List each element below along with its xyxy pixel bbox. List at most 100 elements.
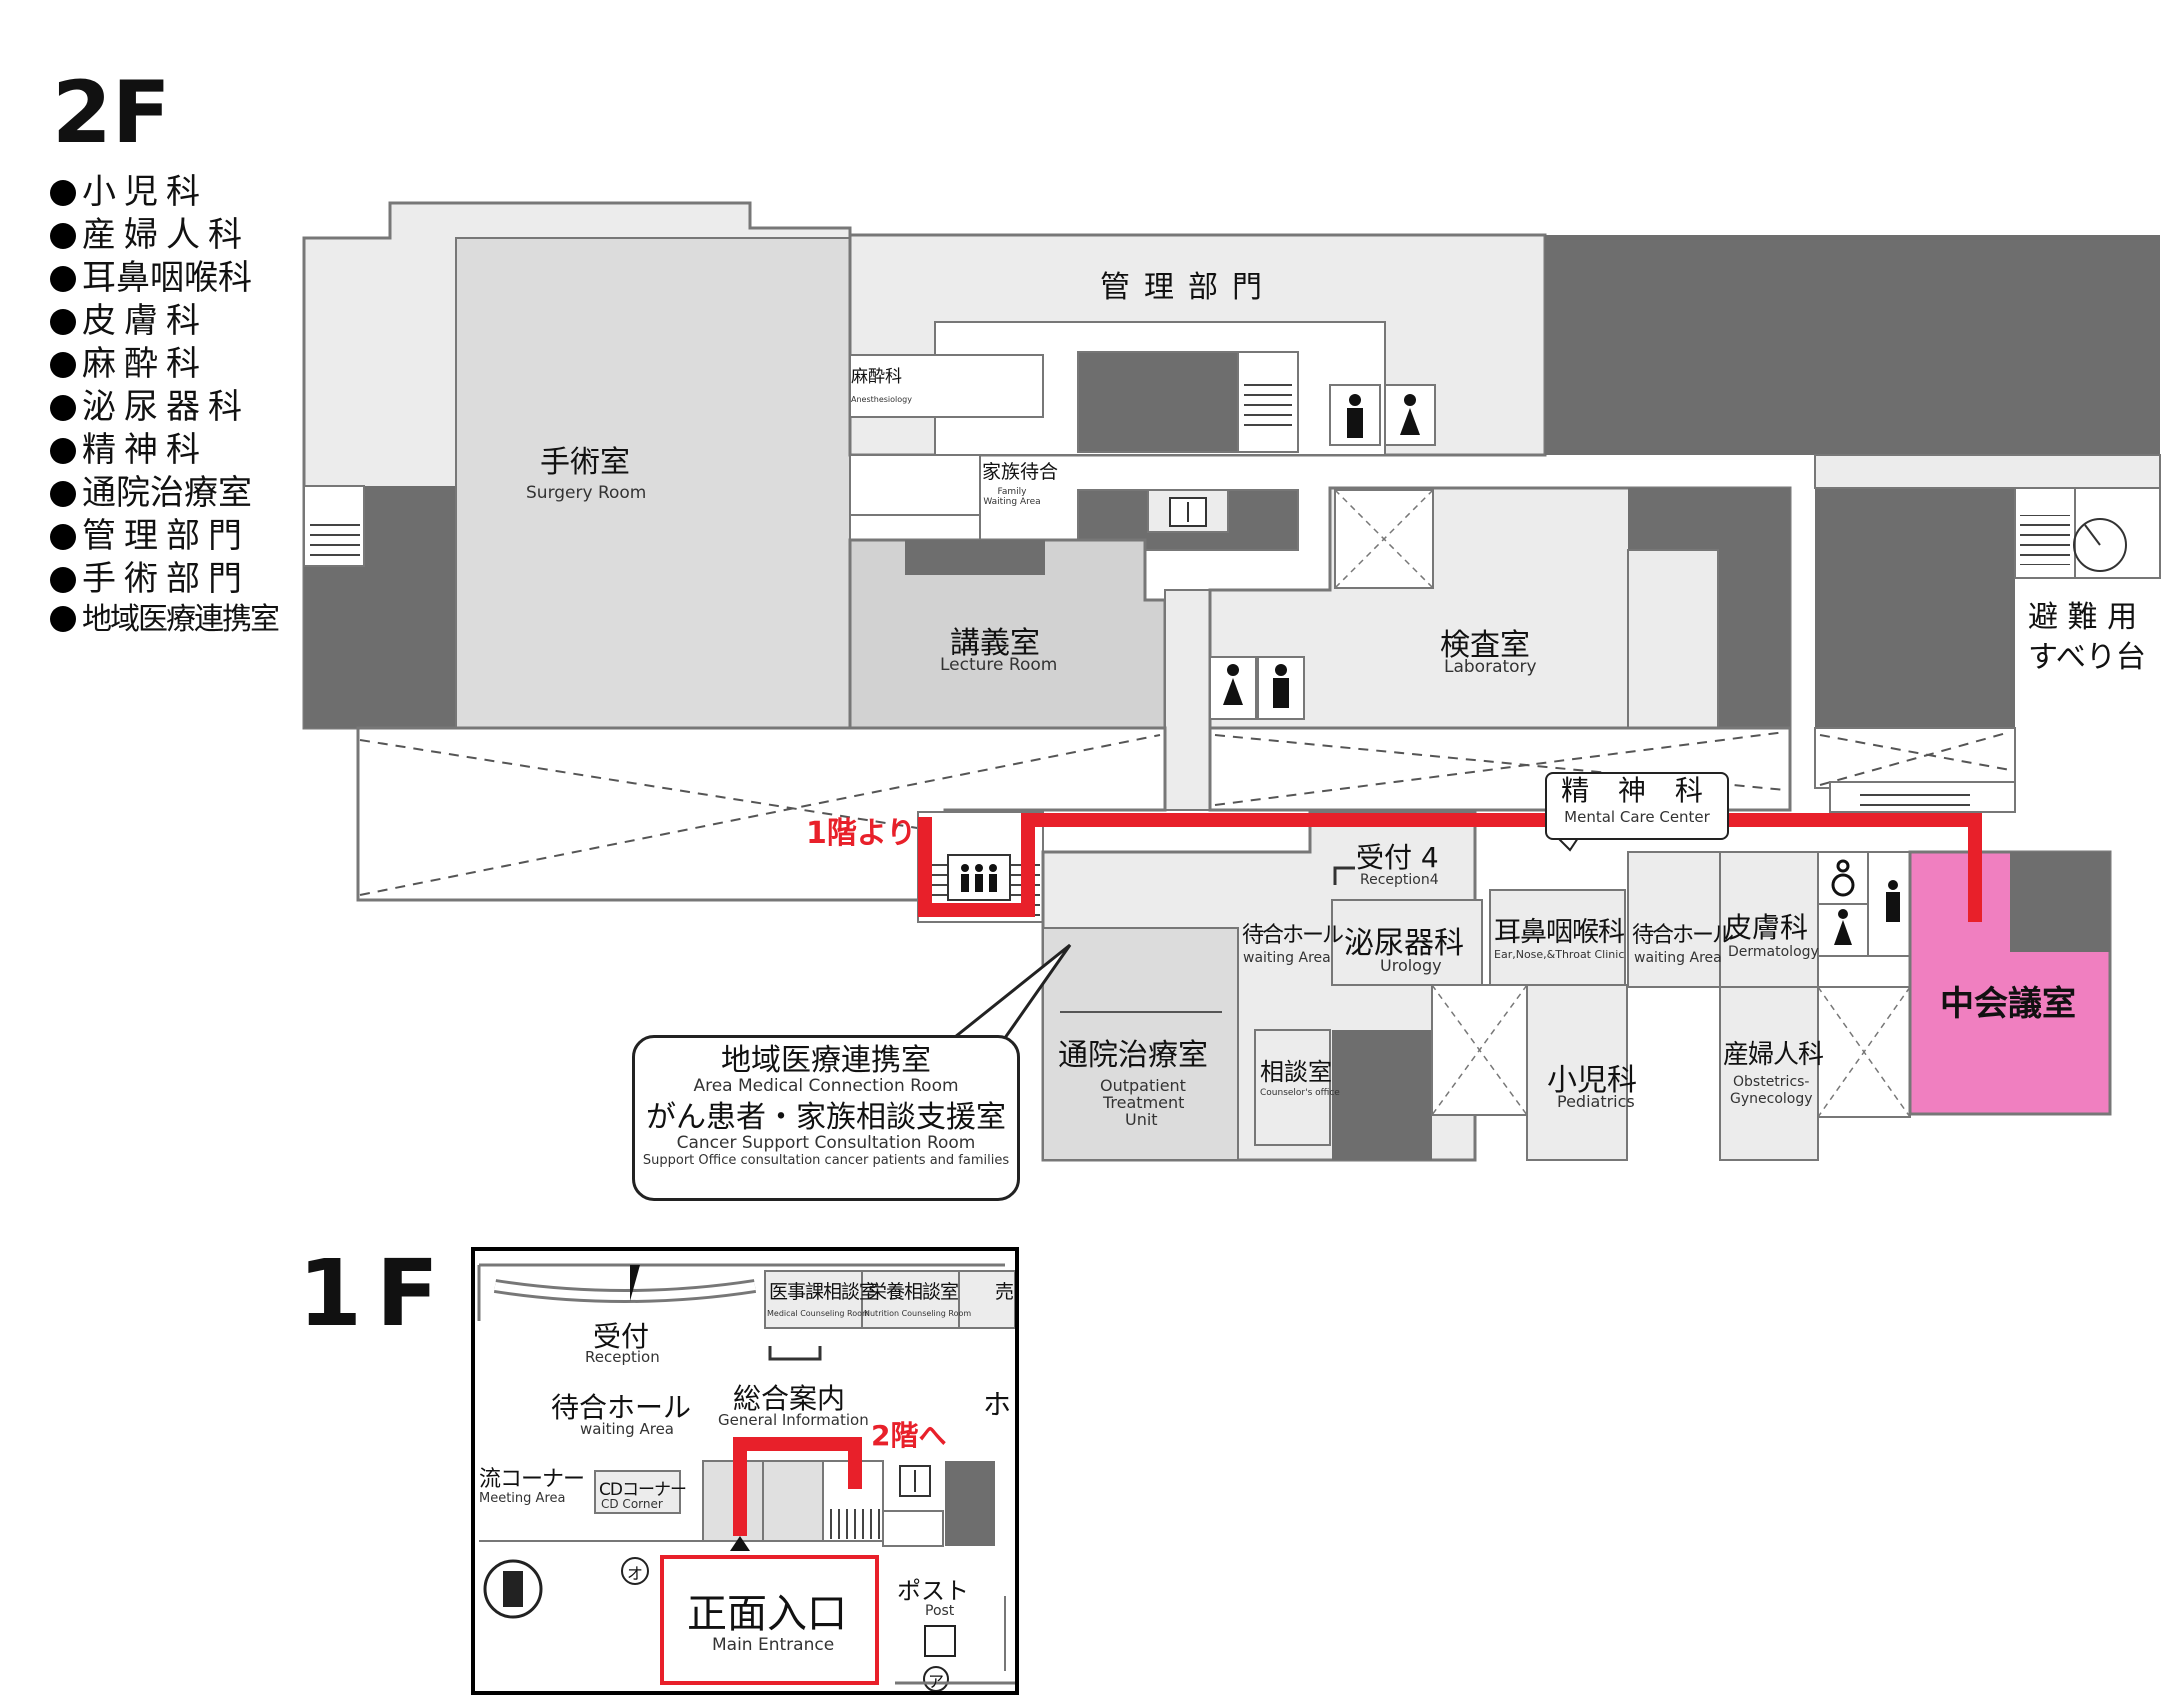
- waiting-area-2-en: waiting Area: [1634, 950, 1722, 966]
- legend-item: 手術部門: [50, 551, 250, 600]
- medical-counseling-label: 医事課相談室: [769, 1281, 878, 1303]
- obgyn-en-1: Obstetrics-: [1733, 1074, 1810, 1090]
- east-tower: [1814, 454, 2161, 728]
- area-medical-en: Area Medical Connection Room: [693, 1076, 959, 1096]
- bullet-icon: [50, 481, 76, 507]
- dermatology-label: 皮膚科: [1724, 911, 1809, 944]
- outpatient-en-3: Unit: [1125, 1110, 1158, 1129]
- counseling-label: 相談室: [1260, 1058, 1332, 1086]
- waiting-area-en: waiting Area: [1243, 950, 1331, 966]
- counseling-en: Counselor's office: [1260, 1088, 1340, 1098]
- to-2f-label: 2階へ: [871, 1419, 947, 1452]
- outpatient-en-1: Outpatient: [1100, 1076, 1186, 1095]
- meeting-room-label: 中会議室: [1940, 984, 2076, 1024]
- support-office-en: Support Office consultation cancer patie…: [642, 1153, 1010, 1168]
- cd-corner-en: CD Corner: [601, 1497, 663, 1511]
- bullet-icon: [50, 223, 76, 249]
- ent-label: 耳鼻咽喉科: [1494, 917, 1625, 948]
- bullet-icon: [50, 395, 76, 421]
- atrium-void: [356, 726, 2016, 902]
- area-medical-label: 地域医療連携室: [721, 1043, 931, 1078]
- urology-room: [1331, 899, 1483, 986]
- cd-corner-label: CDコーナー: [599, 1480, 687, 1500]
- ent-room: [1489, 889, 1626, 986]
- nutrition-counseling-room: [861, 1270, 960, 1329]
- entrance-arrow-icon: [730, 1536, 750, 1551]
- lecture-room-en: Lecture Room: [940, 655, 1058, 675]
- bullet-icon: [50, 606, 76, 632]
- anesthesia-en: Anesthesiology: [851, 395, 912, 404]
- main-entrance-label: 正面入口: [687, 1591, 847, 1637]
- medical-counseling-en: Medical Counseling Room: [767, 1309, 870, 1318]
- surgery-room-en: Surgery Room: [526, 483, 647, 503]
- waiting-area-2-label: 待合ホール: [1632, 923, 1734, 948]
- general-info-en: General Information: [718, 1411, 869, 1429]
- legend-item: 通院治療室: [50, 465, 252, 514]
- mark-a-icon: [923, 1666, 949, 1691]
- laboratory: [1208, 486, 1792, 730]
- surgery-room-label: 手術室: [540, 445, 630, 480]
- legend-item: 皮膚科: [50, 293, 208, 342]
- admin-label: 管理部門: [1100, 270, 1276, 305]
- laboratory-en: Laboratory: [1444, 657, 1537, 677]
- floor-2f-label: 2F: [52, 63, 171, 163]
- mental-care-en: Mental Care Center: [1564, 808, 1710, 826]
- lecture-room-label: 講義室: [950, 626, 1040, 661]
- outpatient-wing: [1041, 781, 2016, 1162]
- pediatrics-label: 小児科: [1547, 1063, 1637, 1098]
- floor-1f-plan: [477, 1263, 1015, 1691]
- reception4-en: Reception4: [1360, 872, 1439, 888]
- obgyn-room: [1719, 986, 1819, 1161]
- legend-item: 小児科: [50, 164, 208, 213]
- reception-en: Reception: [585, 1348, 660, 1366]
- partial-ho-label: ホ: [983, 1388, 1012, 1421]
- legend-item: 管理部門: [50, 508, 250, 557]
- reception-label: 受付: [593, 1320, 650, 1353]
- legend-item: 精神科: [50, 422, 208, 471]
- laboratory-label: 検査室: [1440, 628, 1530, 663]
- surgery-block: [302, 201, 852, 730]
- mailbox-icon: [924, 1625, 956, 1657]
- waiting-area-1f-en: waiting Area: [580, 1420, 674, 1438]
- outpatient-en-2: Treatment: [1103, 1093, 1185, 1112]
- obgyn-en-2: Gynecology: [1730, 1091, 1813, 1107]
- bullet-icon: [50, 266, 76, 292]
- main-entrance: [660, 1555, 879, 1685]
- nutrition-counseling-en: Nutrition Counseling Room: [864, 1309, 972, 1318]
- floor-1f-map: 医事課相談室 Medical Counseling Room 栄養相談室 Nut…: [471, 1247, 1019, 1695]
- legend-item: 地域医療連携室: [50, 594, 280, 638]
- reception4-label: 受付 4: [1356, 841, 1439, 874]
- outpatient-treatment-room: [1042, 927, 1239, 1161]
- mental-care-label: 精 神 科: [1561, 774, 1713, 807]
- legend-item: 産婦人科: [50, 207, 250, 256]
- partial-room-label: 売: [995, 1281, 1015, 1303]
- urology-label: 泌尿器科: [1344, 926, 1464, 961]
- evacuation-slide-label: 避 難 用: [2028, 600, 2138, 635]
- main-entrance-en: Main Entrance: [712, 1635, 835, 1655]
- bullet-icon: [50, 309, 76, 335]
- outpatient-label: 通院治療室: [1058, 1038, 1208, 1073]
- post-en: Post: [925, 1603, 955, 1619]
- floor-1f-label: 1F: [298, 1240, 453, 1347]
- meeting-corner-label: 流コーナー: [479, 1467, 585, 1492]
- waiting-area-label: 待合ホール: [1242, 923, 1344, 948]
- ent-en: Ear,Nose,&Throat Clinic: [1494, 948, 1625, 961]
- evacuation-slide-label-2: すべり台: [2028, 640, 2146, 675]
- bullet-icon: [50, 524, 76, 550]
- meeting-corner-en: Meeting Area: [479, 1491, 566, 1506]
- route-line-1f: [733, 1437, 862, 1536]
- cd-corner: [594, 1470, 681, 1514]
- mark-a-label: ア: [928, 1672, 945, 1691]
- cancer-support-en: Cancer Support Consultation Room: [676, 1133, 976, 1153]
- area-medical-callout: 地域医療連携室 Area Medical Connection Room がん患…: [632, 1035, 1020, 1201]
- evacuation-slide-icon: [2074, 487, 2161, 579]
- nutrition-counseling-label: 栄養相談室: [868, 1281, 959, 1303]
- urology-en: Urology: [1380, 956, 1442, 975]
- family-waiting-label: 家族待合: [982, 461, 1059, 483]
- legend-item: 耳鼻咽喉科: [50, 250, 252, 299]
- bullet-icon: [50, 567, 76, 593]
- mental-care-callout: 精 神 科 Mental Care Center: [1545, 772, 1729, 840]
- from-1f-label: 1階より: [806, 816, 917, 851]
- legend-item: 泌尿器科: [50, 379, 250, 428]
